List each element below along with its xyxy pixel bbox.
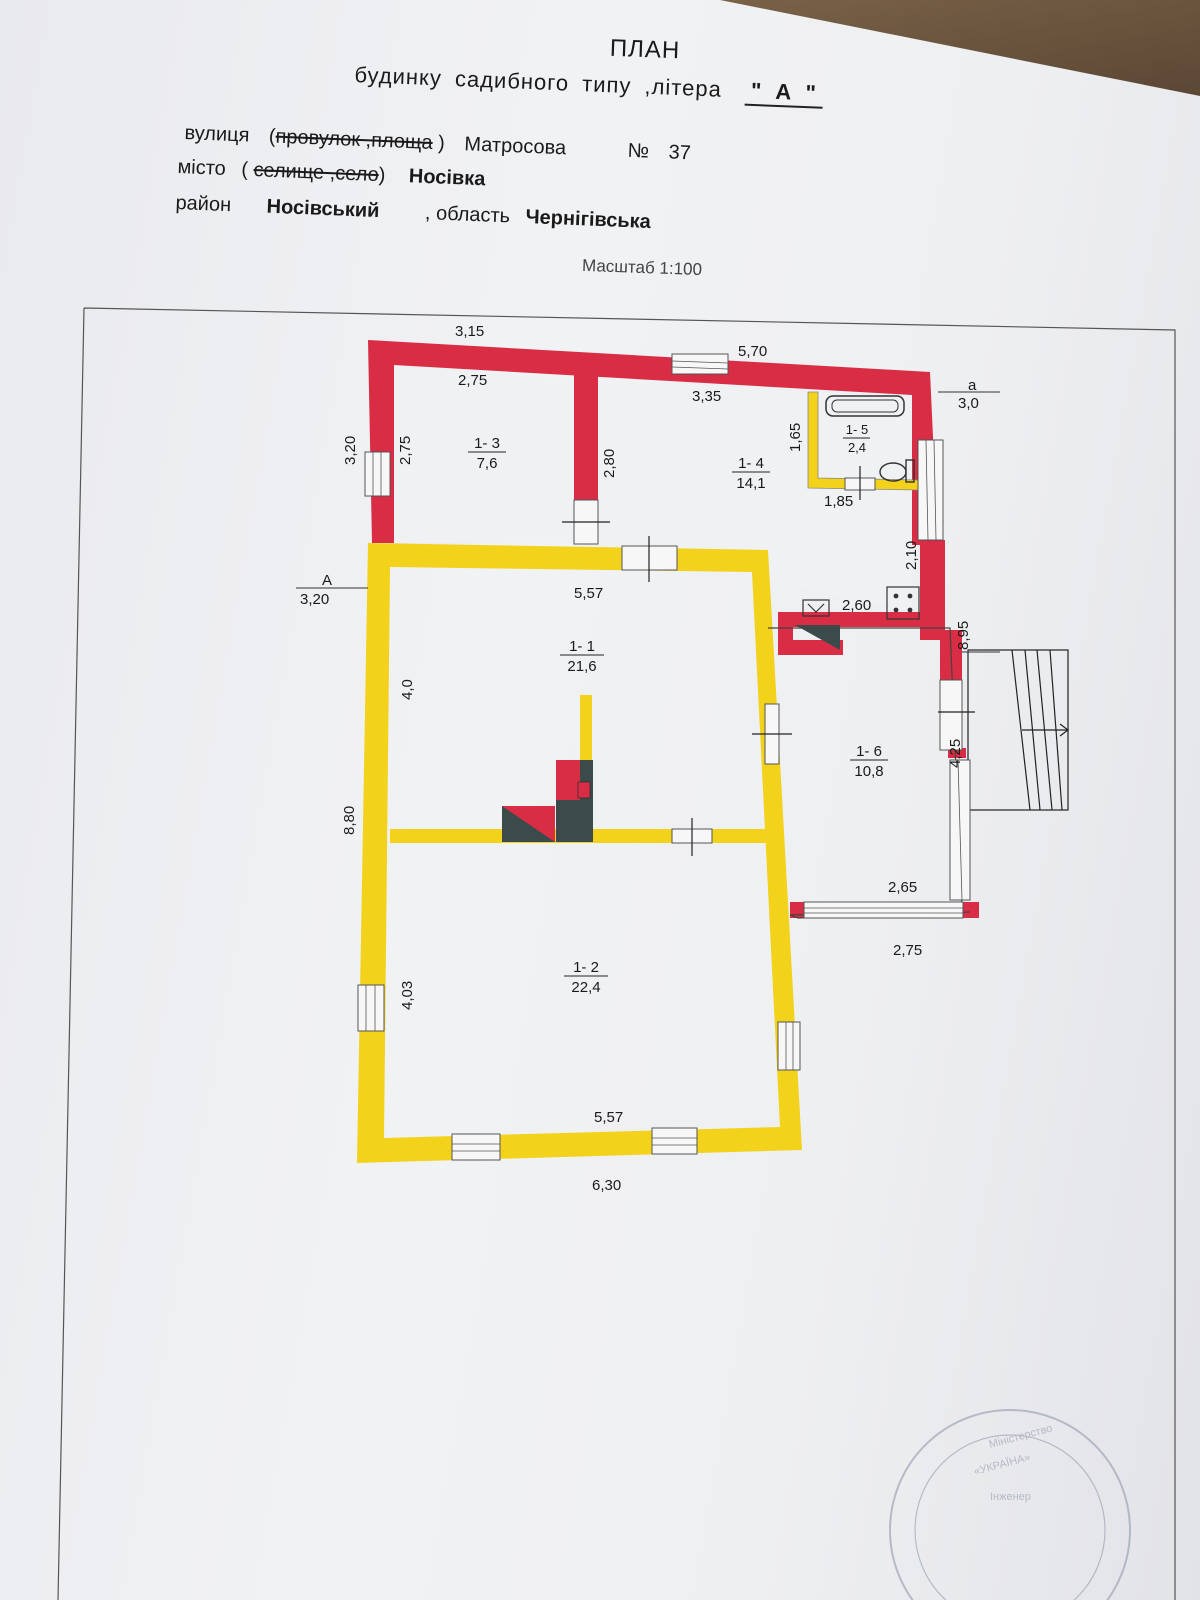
room-1-4-area: 14,1 [736, 475, 765, 492]
dim-room14-width: 3,35 [692, 388, 721, 405]
dim-room11-height: 4,0 [399, 679, 416, 700]
dim-room16-height: 4,25 [947, 739, 964, 768]
svg-text:Інженер: Інженер [990, 1491, 1031, 1503]
dim-top-right-outer: 5,70 [738, 343, 767, 360]
bathtub-icon [825, 395, 905, 417]
dim-bottom-outer: 6,30 [592, 1177, 621, 1194]
dim-room13-width: 2,75 [458, 372, 487, 389]
porch-stairs [967, 649, 1069, 811]
section-A-label: А [322, 572, 332, 589]
room-1-6-id: 1- 6 [856, 743, 882, 760]
yellow-walls [357, 543, 802, 1163]
room-1-4-id: 1- 4 [738, 455, 764, 472]
room-1-5-id: 1- 5 [846, 422, 868, 437]
door-swing-lines [562, 466, 975, 856]
plan-frame [57, 307, 1176, 1600]
svg-text:«УКРАЇНА»: «УКРАЇНА» [973, 1451, 1032, 1478]
room-1-3-area: 7,6 [477, 455, 498, 472]
dim-room13-height: 2,75 [397, 436, 414, 465]
windows [357, 353, 971, 1161]
dim-left-total: 8,80 [341, 806, 358, 835]
room-labels: 1- 3 7,6 1- 4 14,1 1- 5 2,4 1- 1 21,6 1-… [474, 422, 884, 996]
room-1-5-area: 2,4 [848, 440, 866, 455]
stove-icon [886, 586, 920, 620]
stamp-seal: Міністерство «УКРАЇНА» Інженер [889, 1409, 1131, 1600]
dim-right-total: 8,95 [955, 621, 972, 650]
toilet-icon [879, 459, 915, 483]
svg-text:Міністерство: Міністерство [988, 1422, 1054, 1450]
room-1-6-area: 10,8 [854, 763, 883, 780]
dim-room11-width: 5,57 [574, 585, 603, 602]
room-1-3-id: 1- 3 [474, 435, 500, 452]
window-lines [365, 360, 963, 1152]
dim-partition-height: 2,80 [601, 449, 618, 478]
dim-room12-width-inner: 5,57 [594, 1109, 623, 1126]
dim-room14-lower: 2,10 [903, 541, 920, 570]
red-walls [368, 340, 979, 918]
section-A-value: 3,20 [300, 591, 329, 608]
chimney-block [502, 760, 593, 842]
room-1-1-id: 1- 1 [569, 638, 595, 655]
room-1-3-floor [394, 367, 574, 543]
room-1-1-area: 21,6 [567, 658, 596, 675]
section-lines [296, 391, 1000, 653]
dim-room16-width-outer: 2,75 [893, 942, 922, 959]
section-a-lower-label: а [968, 377, 977, 394]
dim-bath-width: 1,85 [824, 493, 853, 510]
dimension-labels: 3,15 5,70 2,75 3,35 3,20 2,75 2,80 1,65 … [300, 323, 979, 1194]
dim-kitchen-width: 2,60 [842, 597, 871, 614]
sink-icon [802, 599, 830, 617]
room-1-2-area: 22,4 [571, 979, 600, 996]
dim-room16-width-inner: 2,65 [888, 879, 917, 896]
section-a-lower-value: 3,0 [958, 395, 979, 412]
dim-room12-height: 4,03 [399, 981, 416, 1010]
room-1-2-id: 1- 2 [573, 959, 599, 976]
dim-bath-height: 1,65 [787, 423, 804, 452]
dim-left-red-height: 3,20 [342, 436, 359, 465]
oven-icon [795, 625, 840, 650]
room-fraction-lines [468, 437, 888, 977]
dim-top-left-outer: 3,15 [455, 323, 484, 340]
